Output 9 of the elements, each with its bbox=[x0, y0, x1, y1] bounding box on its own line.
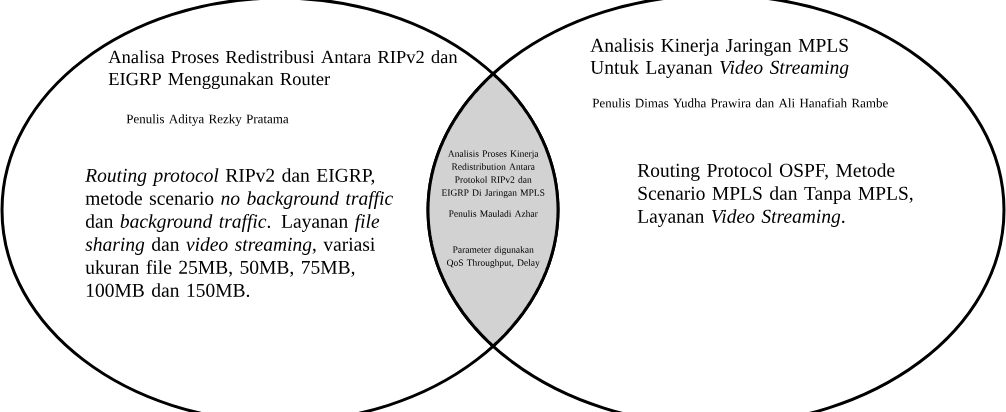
author-text: Penulis Aditya Rezky Pratama bbox=[126, 114, 289, 126]
title-text: Analisis Kinerja Jaringan MPLS Untuk Layanan Video Streaming bbox=[590, 38, 849, 78]
description-text: Routing protocol RIPv2 dan EIGRP, metode scenario no background traffic dan background traffic. Layanan file sharing dan video streaming, variasi ukuran file 25MB, 50MB, 75MB, 100MB dan 150MB. bbox=[85, 168, 393, 297]
author-text: Penulis Mauladi Azhar bbox=[448, 210, 538, 217]
description-text: Routing Protocol OSPF, Metode Scenario MPLS dan Tanpa MPLS, Layanan Video Streaming. bbox=[637, 163, 913, 227]
author-text: Penulis Dimas Yudha Prawira dan Ali Hanafiah Rambe bbox=[592, 98, 888, 108]
description-text: Parameter digunakan QoS Throughput, Delay bbox=[447, 246, 540, 268]
title-text: Analisis Proses Kinerja Redistribution Antara Protokol RIPv2 dan EIGRP Di Jaringan MPLS bbox=[441, 150, 545, 198]
title-text: Analisa Proses Redistribusi Antara RIPv2 dan EIGRP Menggunakan Router bbox=[108, 50, 458, 90]
